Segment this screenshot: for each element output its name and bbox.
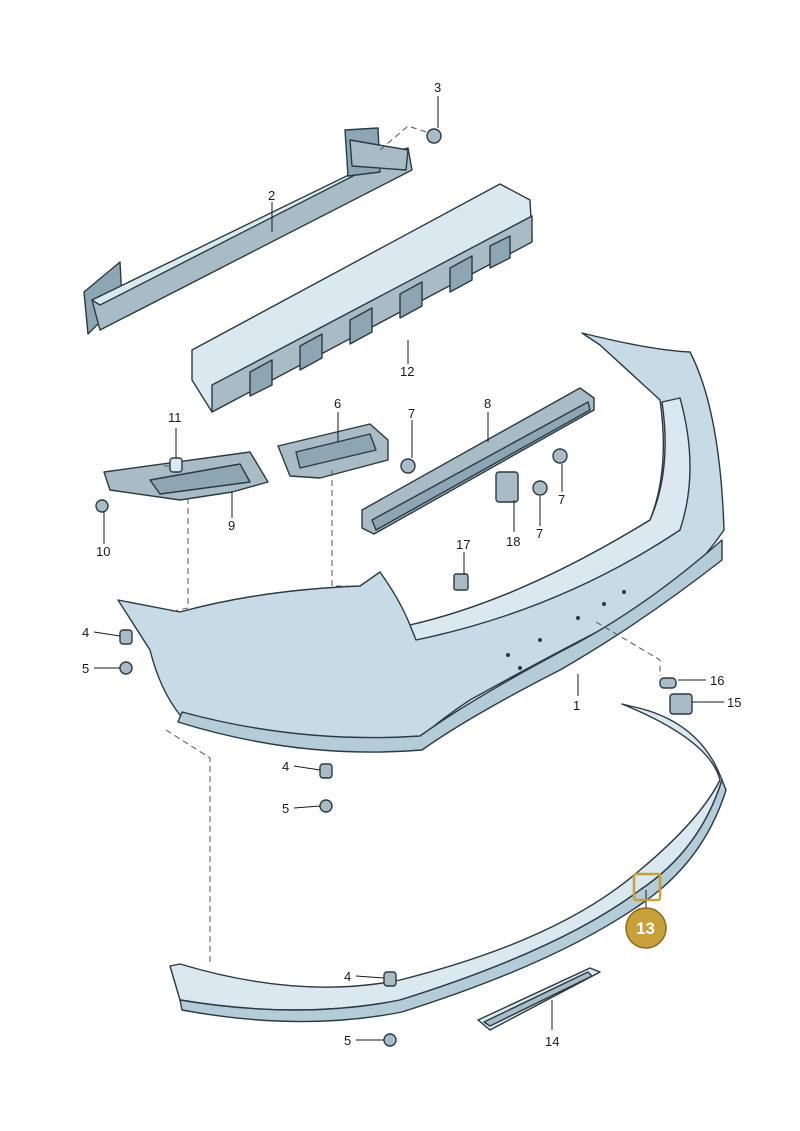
- callout-8[interactable]: 8: [484, 396, 491, 411]
- callout-5[interactable]: 5: [344, 1033, 351, 1048]
- nut-3: [426, 128, 442, 144]
- callout-7[interactable]: 7: [408, 406, 415, 421]
- callout-5[interactable]: 5: [282, 801, 289, 816]
- callout-7[interactable]: 7: [558, 492, 565, 507]
- callout-badge-13[interactable]: [625, 907, 667, 949]
- callout-4[interactable]: 4: [282, 759, 289, 774]
- nut-7a: [400, 458, 416, 474]
- center-guide-bracket: [361, 387, 595, 535]
- side-bracket-right: [277, 423, 389, 479]
- highlight-box-13: [632, 872, 662, 902]
- callout-6[interactable]: 6: [334, 396, 341, 411]
- callout-2[interactable]: 2: [268, 188, 275, 203]
- clip-4c: [383, 971, 397, 987]
- clip-4b: [319, 763, 333, 779]
- callout-labels: 1 2 3 4 4 4 5 5 5 6 7 7 7 8 9 10 11 12 1…: [82, 80, 741, 1049]
- callout-12[interactable]: 12: [400, 364, 414, 379]
- callout-1[interactable]: 1: [573, 698, 580, 713]
- callout-3[interactable]: 3: [434, 80, 441, 95]
- callout-13[interactable]: 13: [636, 919, 655, 938]
- callout-4[interactable]: 4: [344, 969, 351, 984]
- callout-18[interactable]: 18: [506, 534, 520, 549]
- reinforcement-beam: [83, 127, 413, 335]
- clip-4a: [119, 629, 133, 645]
- callout-16[interactable]: 16: [710, 673, 724, 688]
- nut-7c: [532, 480, 548, 496]
- lower-diffuser: [169, 703, 727, 1023]
- screw-5b: [319, 799, 333, 813]
- clip-11: [169, 457, 183, 473]
- side-bracket-left: [103, 451, 269, 501]
- screw-5a: [119, 661, 133, 675]
- callout-11[interactable]: 11: [168, 410, 182, 425]
- callout-17[interactable]: 17: [456, 537, 470, 552]
- energy-absorber: [191, 183, 533, 413]
- cap-16: [659, 677, 677, 689]
- bumper-cover: [117, 332, 725, 753]
- cover-15: [669, 693, 693, 715]
- leader-lines: [93, 96, 724, 1041]
- screw-5c: [383, 1033, 397, 1047]
- callout-4[interactable]: 4: [82, 625, 89, 640]
- callout-15[interactable]: 15: [727, 695, 741, 710]
- clip-18: [495, 471, 519, 503]
- screw-10: [95, 499, 109, 513]
- callout-14[interactable]: 14: [545, 1034, 559, 1049]
- callout-10[interactable]: 10: [96, 544, 110, 559]
- grille-insert: [477, 967, 601, 1031]
- bracket-17: [453, 573, 469, 591]
- callout-9[interactable]: 9: [228, 518, 235, 533]
- assembly-lines: [164, 125, 661, 966]
- nut-7b: [552, 448, 568, 464]
- callout-7[interactable]: 7: [536, 526, 543, 541]
- callout-5[interactable]: 5: [82, 661, 89, 676]
